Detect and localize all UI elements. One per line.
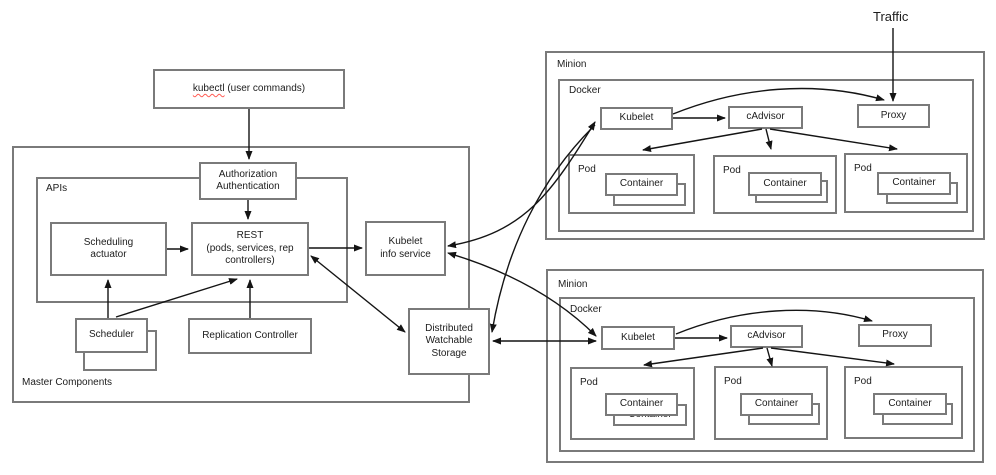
- proxy-2-box: Proxy: [858, 324, 932, 347]
- kubelet-info-service-box: Kubelet info service: [365, 221, 446, 276]
- minion-2-box: [546, 269, 984, 463]
- cadvisor-2-box: cAdvisor: [730, 325, 803, 348]
- kubelet-2-box: Kubelet: [601, 326, 675, 350]
- pod-box: [570, 367, 695, 440]
- kubelet-1-box: Kubelet: [600, 107, 673, 130]
- container-box: Container: [873, 393, 947, 415]
- kubectl-word: kubectl: [192, 82, 225, 94]
- authorization-authentication-box: Authorization Authentication: [199, 162, 297, 200]
- container-box: Container: [748, 172, 822, 196]
- apis-label: APIs: [46, 183, 68, 194]
- minion-1-label: Minion: [557, 59, 587, 70]
- distributed-watchable-storage-box: Distributed Watchable Storage: [408, 308, 490, 375]
- docker-2-box: [559, 297, 975, 452]
- pod-label: Pod: [854, 163, 872, 174]
- pod-label: Pod: [723, 165, 741, 176]
- pod-box: [714, 366, 828, 440]
- rest-api-box: REST (pods, services, rep controllers): [191, 222, 309, 276]
- pod-box: [844, 153, 968, 213]
- kubectl-label: kubectl (user commands): [193, 83, 305, 96]
- pod-label: Pod: [578, 164, 596, 175]
- scheduler-box: Scheduler: [75, 318, 148, 353]
- pod-label: Pod: [854, 376, 872, 387]
- traffic-label: Traffic: [873, 9, 909, 24]
- proxy-1-box: Proxy: [857, 104, 930, 128]
- container-box: Container: [605, 173, 678, 196]
- kubectl-box: kubectl (user commands): [153, 69, 345, 109]
- docker-2-label: Docker: [570, 304, 602, 315]
- pod-box: [844, 366, 963, 439]
- pod-label: Pod: [580, 377, 598, 388]
- minion-2-label: Minion: [558, 279, 588, 290]
- scheduling-actuator-box: Scheduling actuator: [50, 222, 167, 276]
- kubectl-rest: (user commands): [224, 82, 306, 94]
- docker-1-label: Docker: [569, 85, 601, 96]
- pod-box: [713, 155, 837, 214]
- container-box: Container: [605, 393, 678, 416]
- container-box: Container: [877, 172, 951, 195]
- master-components-label: Master Components: [22, 377, 113, 388]
- pod-label: Pod: [724, 376, 742, 387]
- container-box: Container: [740, 393, 813, 416]
- replication-controller-box: Replication Controller: [188, 318, 312, 354]
- cadvisor-1-box: cAdvisor: [728, 106, 803, 129]
